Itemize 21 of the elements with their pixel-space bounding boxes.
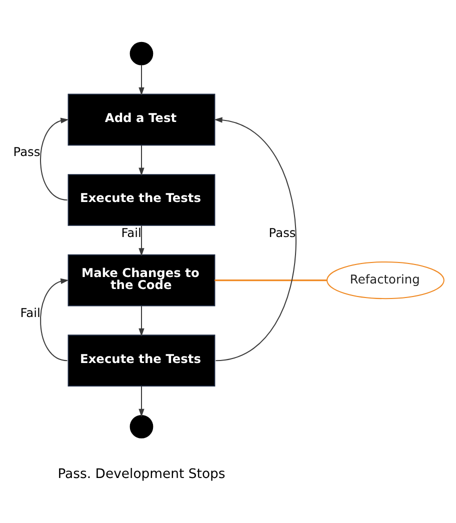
node-ellipse: Refactoring (326, 261, 444, 299)
arrow (214, 116, 296, 361)
edge-label: Fail (20, 305, 40, 320)
node-circle (129, 41, 153, 65)
edge-label: Pass (268, 225, 296, 240)
node-label: Pass. Development Stops (57, 466, 225, 482)
arrow (138, 64, 144, 96)
node-box: Add a Test (67, 93, 215, 146)
arrow (138, 386, 144, 416)
arrow (40, 278, 68, 361)
node-circle (129, 414, 153, 438)
node-box: Execute the Tests (67, 334, 215, 386)
edge-label: Fail (120, 225, 141, 240)
arrow (138, 144, 144, 176)
node-box: Make Changes to the Code (67, 254, 215, 306)
arrow (40, 117, 68, 200)
arrow (138, 225, 144, 256)
edge-label: Pass (12, 144, 40, 159)
connector (214, 278, 327, 281)
node-box: Execute the Tests (67, 174, 215, 226)
arrow (138, 306, 144, 336)
